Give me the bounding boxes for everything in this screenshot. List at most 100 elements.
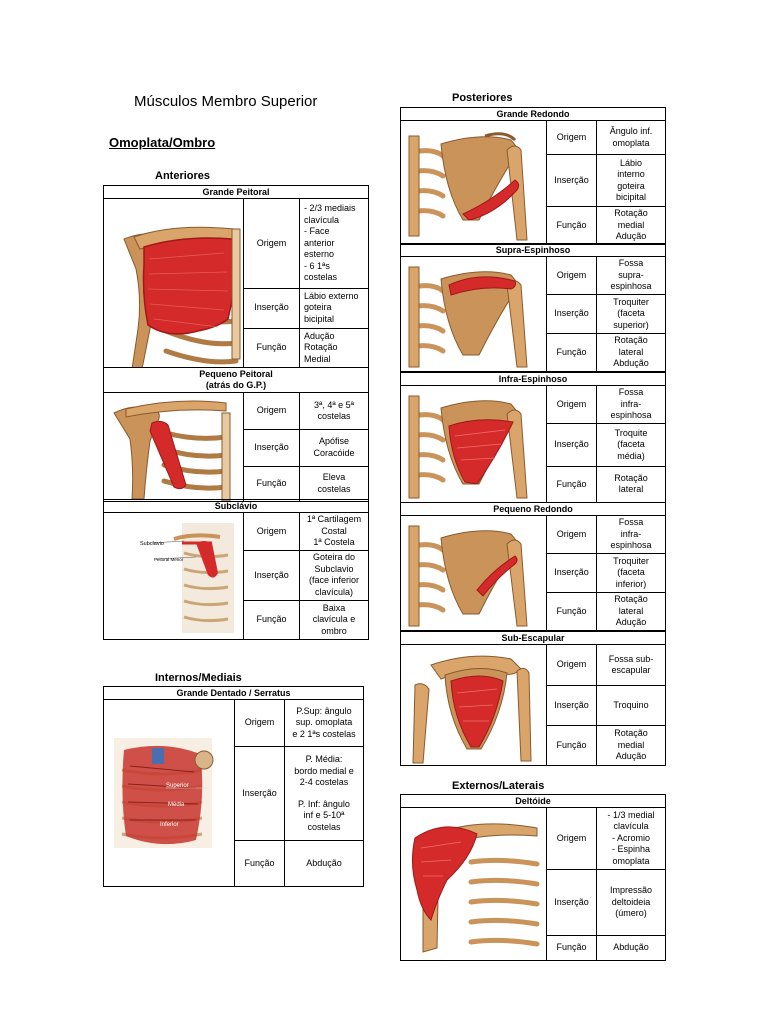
- muscle-name: Infra-Espinhoso: [400, 372, 666, 386]
- subscapularis-image: [412, 655, 532, 764]
- muscle-name: Grande Peitoral: [102, 185, 370, 199]
- label-media: Média: [168, 802, 185, 808]
- funcao-line: Adução: [304, 330, 335, 341]
- funcao-line: Rotação: [614, 728, 648, 739]
- insercao-line: Lábio externo: [304, 290, 359, 301]
- funcao-line: Eleva: [322, 472, 346, 483]
- insercao-line: Troquite: [614, 427, 648, 438]
- insercao-line: 2-4 costelas: [299, 777, 349, 787]
- muscle-name: Grande Dentado / Serratus: [103, 686, 364, 700]
- origem-label: Origem: [546, 255, 597, 296]
- origem-label: Origem: [234, 698, 285, 748]
- muscle-illustration: Subclavio Peitoral Menor: [103, 512, 244, 640]
- subclavius-image: Subclavio Peitoral Menor: [140, 523, 234, 633]
- insercao-label: Inserção: [546, 869, 597, 936]
- funcao-line: Adução: [615, 617, 647, 628]
- insercao-line: clavícula): [315, 586, 354, 597]
- muscle-name: Subclávio: [102, 499, 370, 513]
- origem-line: espinhosa: [610, 281, 652, 292]
- insercao-label: Inserção: [243, 429, 300, 467]
- muscle-subname: (atrás do G.P.): [205, 380, 267, 390]
- page-title: Músculos Membro Superior: [134, 93, 318, 110]
- origem-line: omoplata: [612, 855, 650, 866]
- origem-line: Fossa sub-: [608, 653, 654, 664]
- origem-line: e 2 1ªs costelas: [292, 728, 356, 739]
- origem-line: costelas: [304, 272, 338, 282]
- insercao-line: deltoideia: [611, 896, 651, 907]
- funcao-label: Função: [243, 465, 300, 503]
- insercao-label: Inserção: [546, 423, 597, 467]
- table-pequeno-peitoral: Pequeno Peitoral (atrás do G.P.) Origem …: [103, 367, 369, 503]
- table-supra-espinhoso: Supra-Espinhoso Origem Fossa supra- espi…: [400, 243, 666, 373]
- muscle-illustration: [400, 644, 547, 766]
- origem-line: Fossa: [618, 387, 644, 398]
- muscle-name: Sub-Escapular: [400, 631, 666, 645]
- funcao-line: clavícula e: [312, 614, 356, 625]
- muscle-illustration: [400, 120, 547, 245]
- insercao-line: Goteira do: [312, 552, 356, 563]
- insercao-line: goteira: [617, 180, 645, 191]
- funcao-line: lateral: [618, 605, 644, 616]
- section-title-shoulder: Omoplata/Ombro: [109, 135, 216, 150]
- label-peitoral-menor: Peitoral Menor: [154, 557, 184, 562]
- funcao-line: medial: [617, 219, 645, 230]
- insercao-line: (úmero): [615, 908, 647, 919]
- funcao-label: Função: [546, 465, 597, 504]
- origem-label: Origem: [546, 514, 597, 555]
- insercao-label: Inserção: [546, 553, 597, 593]
- funcao-line: Baixa: [322, 602, 346, 613]
- table-pequeno-redondo: Pequeno Redondo Origem Fossa infra- espi…: [399, 502, 667, 632]
- origem-line: esterno: [304, 249, 335, 259]
- funcao-line: Adução: [615, 231, 647, 242]
- insercao-line: bicipital: [615, 192, 646, 202]
- funcao-line: Abdução: [306, 857, 342, 868]
- insercao-line: Lábio: [619, 157, 643, 168]
- insercao-line: Impressão: [609, 885, 653, 896]
- funcao-line: lateral: [618, 346, 644, 357]
- funcao-label: Função: [546, 725, 597, 766]
- insercao-line: média): [617, 450, 645, 461]
- origem-line: espinhosa: [610, 410, 652, 421]
- origem-label: Origem: [243, 391, 300, 431]
- insercao-line: goteira: [304, 302, 332, 313]
- table-grande-redondo: Grande Redondo Origem Ângulo inf. omopla…: [400, 107, 666, 245]
- deltoid-image: [411, 823, 540, 953]
- insercao-line: Apófise: [318, 436, 350, 447]
- origem-label: Origem: [546, 643, 597, 687]
- table-grande-dentado: Grande Dentado / Serratus Superior Média…: [103, 686, 364, 888]
- supraspinatus-image: [408, 266, 528, 368]
- insercao-line: Troquino: [613, 699, 649, 710]
- origem-line: escapular: [611, 665, 651, 675]
- muscle-illustration: [103, 198, 244, 368]
- insercao-line: Subclavio: [314, 563, 354, 574]
- muscle-illustration: Superior Média Inferior: [103, 699, 235, 887]
- funcao-line: Rotação: [614, 208, 648, 219]
- label-inferior: Inferior: [160, 822, 179, 828]
- table-sub-escapular: Sub-Escapular Origem Fossa sub- escapula…: [400, 631, 666, 766]
- origem-line: infra-: [620, 528, 642, 539]
- origem-label: Origem: [546, 120, 597, 155]
- group-title-internos: Internos/Mediais: [155, 672, 242, 684]
- table-grande-peitoral: Grande Peitoral Origem - 2/3 mediais cla…: [102, 185, 370, 369]
- origem-line: 3ª, 4ª e 5ª: [313, 399, 355, 410]
- muscle-name: Deltóide: [400, 794, 666, 808]
- insercao-line: Coracóide: [313, 447, 355, 458]
- funcao-line: Adução: [615, 751, 647, 762]
- funcao-line: medial: [617, 739, 645, 750]
- origem-line: - 2/3 mediais: [304, 203, 356, 213]
- insercao-line: (faceta: [617, 567, 645, 578]
- insercao-line: inf e 5-10ª: [303, 810, 345, 820]
- origem-line: Costal: [321, 525, 347, 536]
- origem-line: clavícula: [304, 214, 340, 225]
- table-deltoide: Deltóide Origem - 1/3 medial clavícula -…: [400, 794, 666, 962]
- insercao-line: Troquiter: [613, 296, 649, 307]
- origem-line: espinhosa: [610, 540, 652, 551]
- funcao-line: costelas: [317, 483, 351, 494]
- pectoralis-major-image: [123, 226, 241, 367]
- muscle-name: Grande Redondo: [400, 107, 666, 121]
- muscle-name: Supra-Espinhoso: [400, 243, 666, 257]
- origem-line: clavícula: [613, 821, 649, 832]
- insercao-line: superior): [613, 319, 649, 330]
- origem-line: - 1/3 medial: [607, 809, 655, 820]
- origem-line: - Face: [304, 226, 330, 236]
